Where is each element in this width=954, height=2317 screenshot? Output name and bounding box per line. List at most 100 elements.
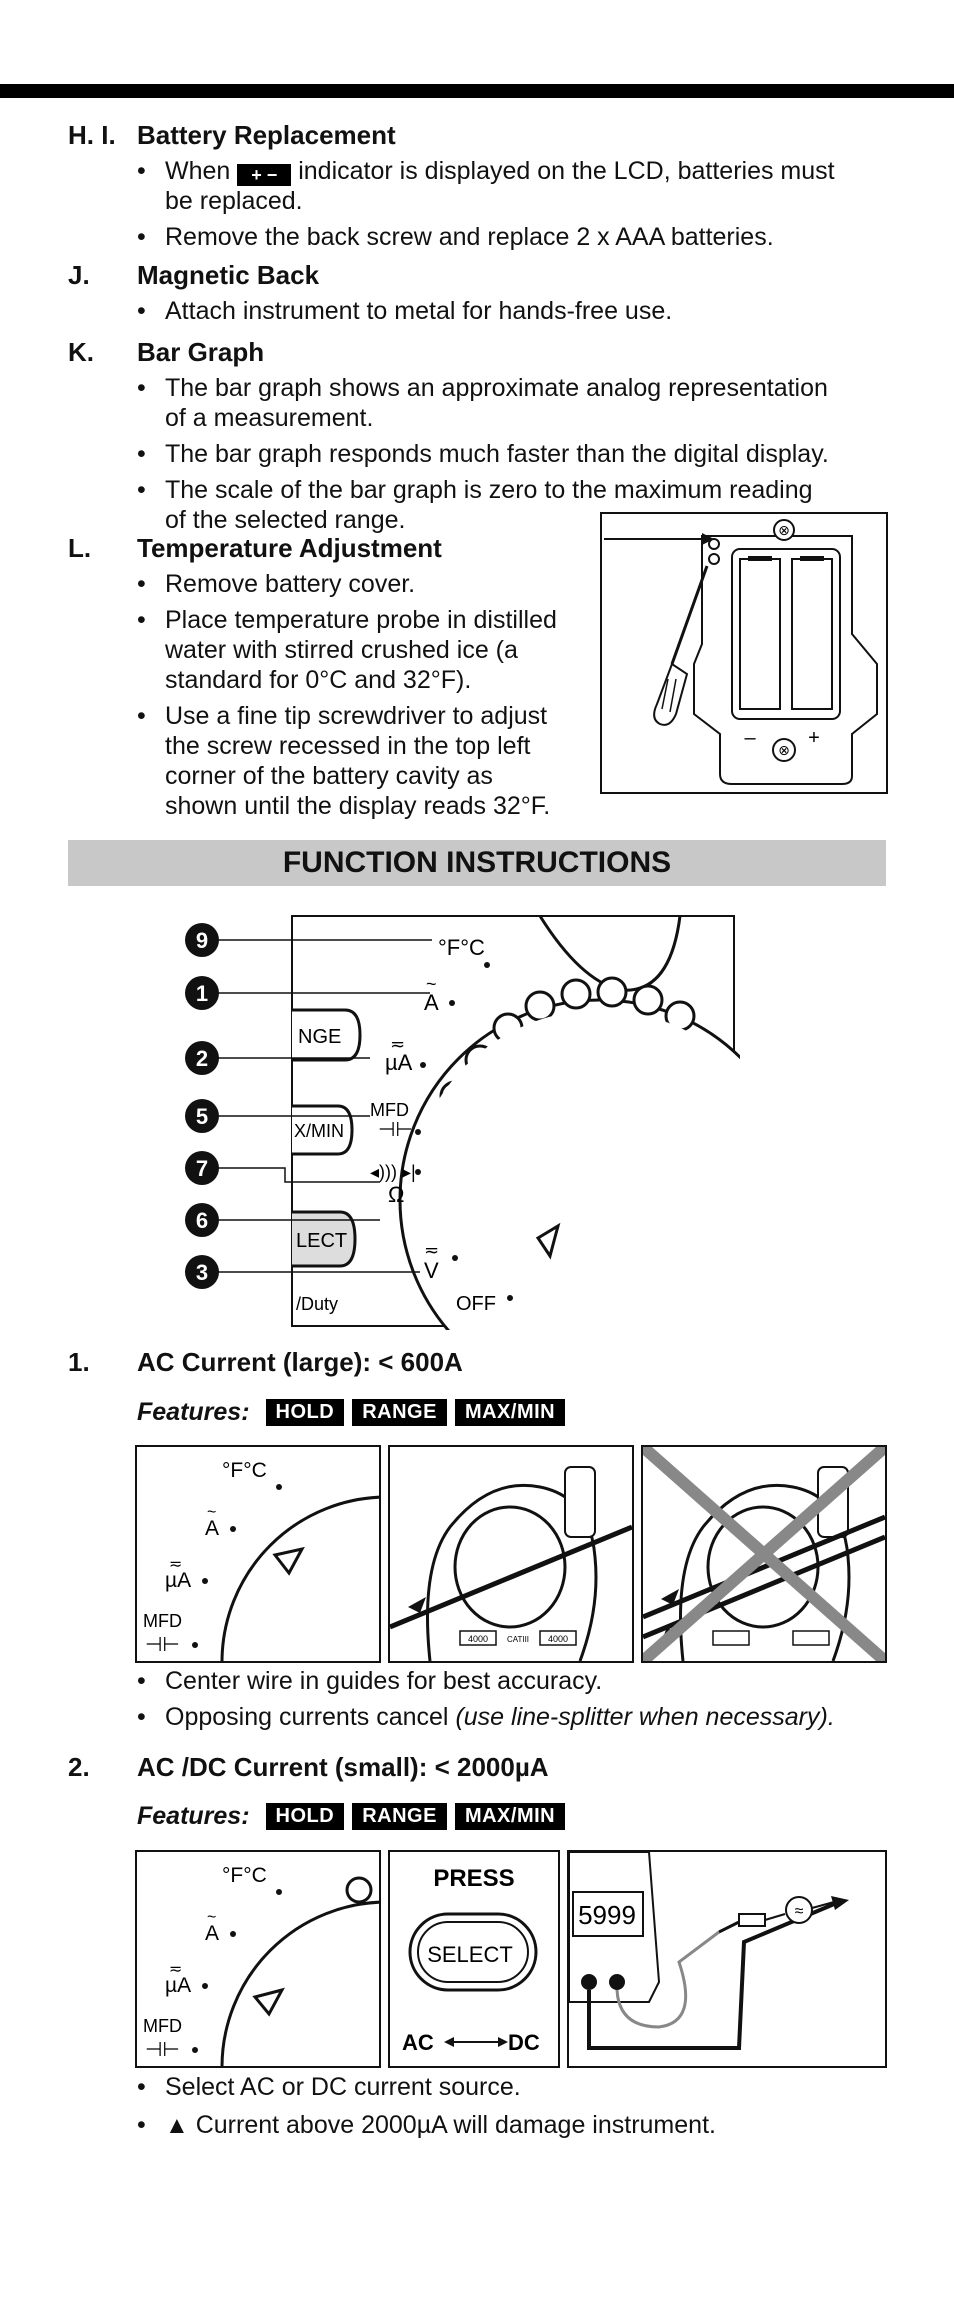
- callout-6: 6: [196, 1208, 208, 1233]
- item2-features: Features: HOLD RANGE MAX/MIN: [137, 1802, 566, 1831]
- temp-adjust-bullet-1: Remove battery cover.: [137, 569, 567, 599]
- dc-label: DC: [508, 2030, 540, 2055]
- temp-adjust-bullet-2: Place temperature probe in distilled wat…: [137, 605, 567, 695]
- feature-range-badge: RANGE: [352, 1399, 447, 1426]
- item1-bullet-1: Center wire in guides for best accuracy.: [137, 1666, 897, 1696]
- item1-dial-panel: °F°C A ~ µA ≂ MFD ⊣⊢: [135, 1445, 381, 1663]
- press-label: PRESS: [433, 1865, 514, 1892]
- duty-label: /Duty: [296, 1294, 338, 1314]
- item2-dial-mfd: MFD: [143, 2016, 182, 2036]
- item1-dial-ua: µA: [165, 1569, 191, 1592]
- section-title-temp-adjust: Temperature Adjustment: [137, 533, 442, 563]
- rotary-dial-diagram: NGE X/MIN LECT /Duty °F°C A ~ µA ≂ MFD ⊣…: [185, 915, 740, 1330]
- screwdriver-icon: [653, 565, 709, 726]
- item2-dial-ua: µA: [165, 1974, 191, 1997]
- item1-features: Features: HOLD RANGE MAX/MIN: [137, 1398, 566, 1427]
- battery-bullets: When + − indicator is displayed on the L…: [137, 156, 837, 258]
- select-button-label: SELECT: [427, 1942, 513, 1967]
- item1-clamp-correct-panel: 4000 CATIII 4000: [388, 1445, 634, 1663]
- item2-bullet-1: Select AC or DC current source.: [137, 2072, 897, 2102]
- range-button-label: NGE: [298, 1026, 341, 1048]
- function-instructions-heading: FUNCTION INSTRUCTIONS: [68, 840, 886, 886]
- bargraph-bullets: The bar graph shows an approximate analo…: [137, 373, 837, 541]
- item1-dial-cap: ⊣⊢: [145, 1634, 180, 1656]
- battery-bullet-2: Remove the back screw and replace 2 x AA…: [137, 222, 837, 252]
- dial-temp-label: °F°C: [438, 935, 485, 960]
- item2-bullet-2: ▲ Current above 2000µA will damage instr…: [137, 2110, 897, 2141]
- svg-text:~: ~: [426, 974, 437, 994]
- bargraph-bullet-1: The bar graph shows an approximate analo…: [137, 373, 837, 433]
- section-label-l: L.: [68, 533, 92, 563]
- magnetic-bullet-1: Attach instrument to metal for hands-fre…: [137, 296, 837, 326]
- item1-dial-temp: °F°C: [222, 1459, 267, 1482]
- battery-plus-label: +: [808, 727, 820, 749]
- back-screw-icon: ⊗: [778, 742, 790, 758]
- screw-icon: ⊗: [778, 522, 790, 538]
- item2-dial-cap: ⊣⊢: [145, 2039, 180, 2061]
- item2-number: 2.: [68, 1752, 90, 1782]
- select-button-label: LECT: [296, 1230, 347, 1252]
- ac-source-icon: ≈: [795, 1903, 804, 1920]
- svg-text:≂: ≂: [169, 1556, 182, 1573]
- item2-meter-probe-panel: 5999 ≈: [567, 1850, 887, 2068]
- bargraph-bullet-2: The bar graph responds much faster than …: [137, 439, 837, 469]
- item2-title: AC /DC Current (small): < 2000µA: [137, 1752, 549, 1782]
- feature-hold-badge: HOLD: [265, 1803, 345, 1830]
- callout-2: 2: [196, 1046, 208, 1071]
- svg-text:~: ~: [207, 1909, 216, 1926]
- section-title-magnetic: Magnetic Back: [137, 260, 320, 290]
- dial-ohm-label: Ω: [388, 1182, 404, 1207]
- clamp-label-left: 4000: [468, 1634, 488, 1644]
- feature-maxmin-badge: MAX/MIN: [454, 1399, 566, 1426]
- battery-indicator-icon: + −: [237, 164, 292, 186]
- ac-label: AC: [402, 2030, 434, 2055]
- svg-text:≂: ≂: [424, 1240, 439, 1260]
- svg-text:≂: ≂: [390, 1034, 405, 1054]
- callout-7: 7: [196, 1156, 208, 1181]
- item2-dial-a: A: [205, 1922, 219, 1945]
- section-title-battery: Battery Replacement: [137, 120, 396, 150]
- item1-dial-a: A: [205, 1517, 219, 1540]
- callout-1: 1: [196, 981, 208, 1006]
- magnetic-bullets: Attach instrument to metal for hands-fre…: [137, 296, 837, 332]
- dial-volts-label: V: [424, 1258, 439, 1283]
- temp-adjust-bullet-3: Use a fine tip screwdriver to adjust the…: [137, 701, 567, 821]
- bargraph-bullet-3: The scale of the bar graph is zero to th…: [137, 475, 837, 535]
- item2-dial-panel: °F°C A ~ µA ≂ MFD ⊣⊢: [135, 1850, 381, 2068]
- battery-bullet-1: When + − indicator is displayed on the L…: [137, 156, 837, 216]
- feature-hold-badge: HOLD: [265, 1399, 345, 1426]
- callout-markers: 9 1 2 5 7 6 3: [185, 923, 219, 1289]
- section-label-k: K.: [68, 337, 94, 367]
- item1-bullets: Center wire in guides for best accuracy.…: [137, 1666, 897, 1738]
- battery-minus-label: –: [744, 727, 756, 749]
- clamp-label-right: 4000: [548, 1634, 568, 1644]
- dial-mfd-label: MFD: [370, 1100, 409, 1120]
- callout-5: 5: [196, 1104, 208, 1129]
- header-bar: [0, 84, 954, 98]
- item1-title: AC Current (large): < 600A: [137, 1347, 463, 1377]
- battery-compartment-diagram: ⊗ ⊗ – +: [600, 512, 888, 794]
- maxmin-button-label: X/MIN: [294, 1121, 344, 1141]
- section-label-j: J.: [68, 260, 90, 290]
- dial-ac-amps-label: A: [424, 990, 439, 1015]
- feature-range-badge: RANGE: [352, 1803, 447, 1830]
- clamp-label-cat: CATIII: [507, 1635, 529, 1644]
- dial-capacitance-label: ⊣⊢: [378, 1119, 413, 1141]
- dial-off-label: OFF: [456, 1293, 496, 1315]
- item1-clamp-incorrect-panel: [641, 1445, 887, 1663]
- callout-9: 9: [196, 928, 208, 953]
- item1-number: 1.: [68, 1347, 90, 1377]
- section-title-bargraph: Bar Graph: [137, 337, 265, 367]
- item1-bullet-2: Opposing currents cancel (use line-split…: [137, 1702, 897, 1732]
- item2-bullets: Select AC or DC current source. ▲ Curren…: [137, 2072, 897, 2147]
- temp-adjust-bullets: Remove battery cover. Place temperature …: [137, 569, 567, 827]
- warning-icon: ▲: [165, 2112, 189, 2139]
- lcd-reading: 5999: [578, 1900, 636, 1930]
- item2-dial-temp: °F°C: [222, 1864, 267, 1887]
- dial-continuity-diode-label: ◂))) ▸|: [370, 1162, 416, 1182]
- callout-3: 3: [196, 1260, 208, 1285]
- svg-text:~: ~: [207, 1504, 216, 1521]
- feature-maxmin-badge: MAX/MIN: [454, 1803, 566, 1830]
- item1-dial-mfd: MFD: [143, 1611, 182, 1631]
- dial-microamps-label: µA: [385, 1050, 413, 1075]
